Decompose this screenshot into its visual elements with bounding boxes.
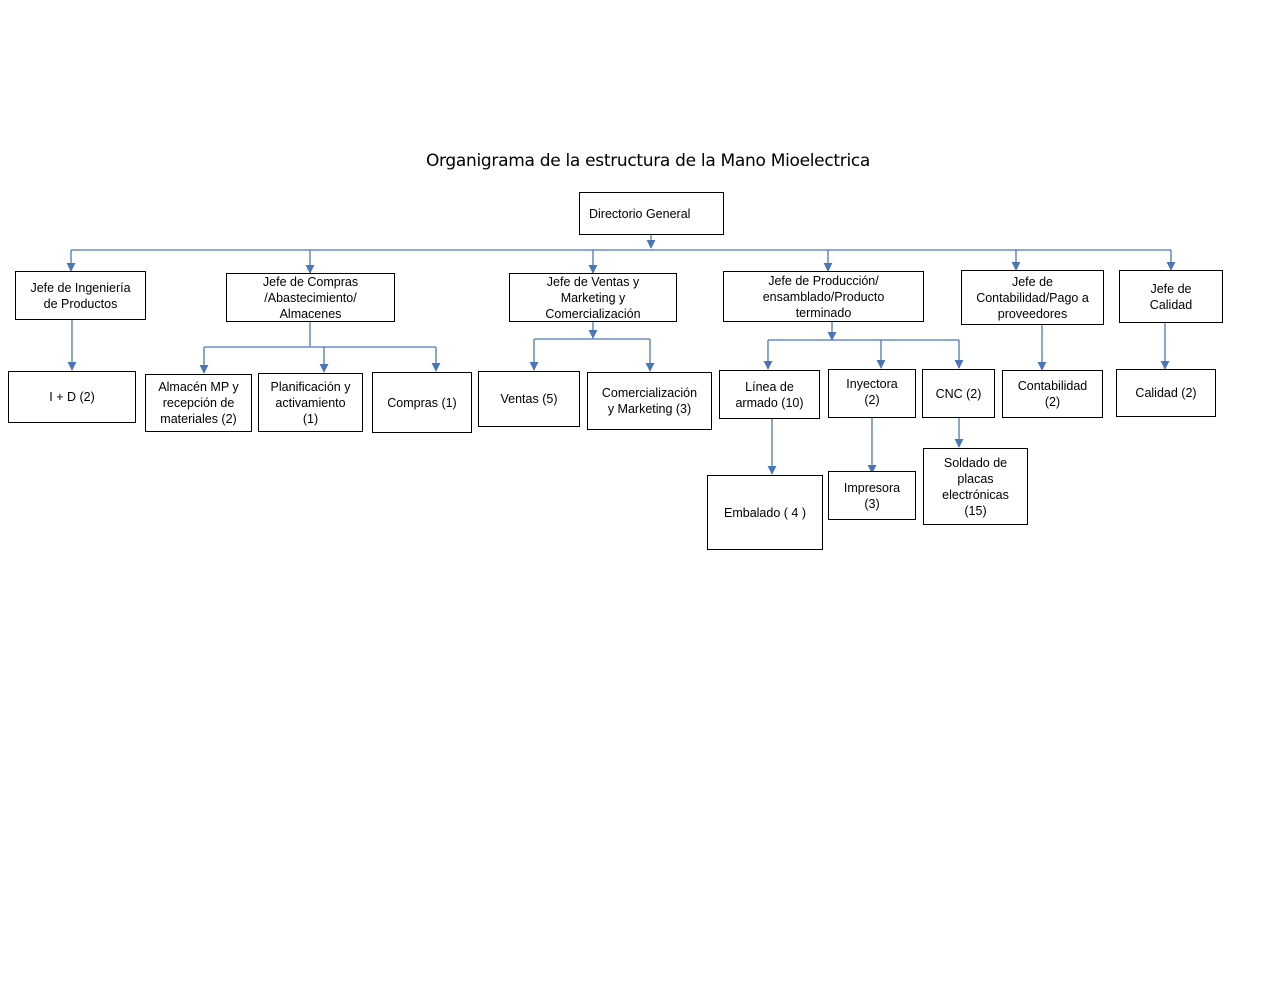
node-contabilidad: Contabilidad (2) [1002, 370, 1103, 418]
node-planificacion: Planificación y activamiento (1) [258, 373, 363, 432]
node-jefe-ventas: Jefe de Ventas y Marketing y Comercializ… [509, 273, 677, 322]
node-i-d: I + D (2) [8, 371, 136, 423]
node-impresora: Impresora (3) [828, 471, 916, 520]
node-linea-armado: Línea de armado (10) [719, 370, 820, 419]
node-comercializacion: Comercialización y Marketing (3) [587, 372, 712, 430]
node-jefe-produccion: Jefe de Producción/ ensamblado/Producto … [723, 271, 924, 322]
chart-title: Organigrama de la estructura de la Mano … [425, 151, 871, 171]
node-calidad: Calidad (2) [1116, 369, 1216, 417]
node-compras: Compras (1) [372, 372, 472, 433]
node-almacen-mp: Almacén MP y recepción de materiales (2) [145, 374, 252, 432]
node-jefe-ingenieria: Jefe de Ingeniería de Productos [15, 271, 146, 320]
node-ventas: Ventas (5) [478, 371, 580, 427]
node-cnc: CNC (2) [922, 369, 995, 418]
node-directorio-general: Directorio General [579, 192, 724, 235]
node-soldado-placas: Soldado de placas electrónicas (15) [923, 448, 1028, 525]
node-jefe-contabilidad: Jefe de Contabilidad/Pago a proveedores [961, 270, 1104, 325]
node-embalado: Embalado ( 4 ) [707, 475, 823, 550]
node-inyectora: Inyectora (2) [828, 369, 916, 418]
node-jefe-compras: Jefe de Compras /Abastecimiento/ Almacen… [226, 273, 395, 322]
node-jefe-calidad: Jefe de Calidad [1119, 270, 1223, 323]
